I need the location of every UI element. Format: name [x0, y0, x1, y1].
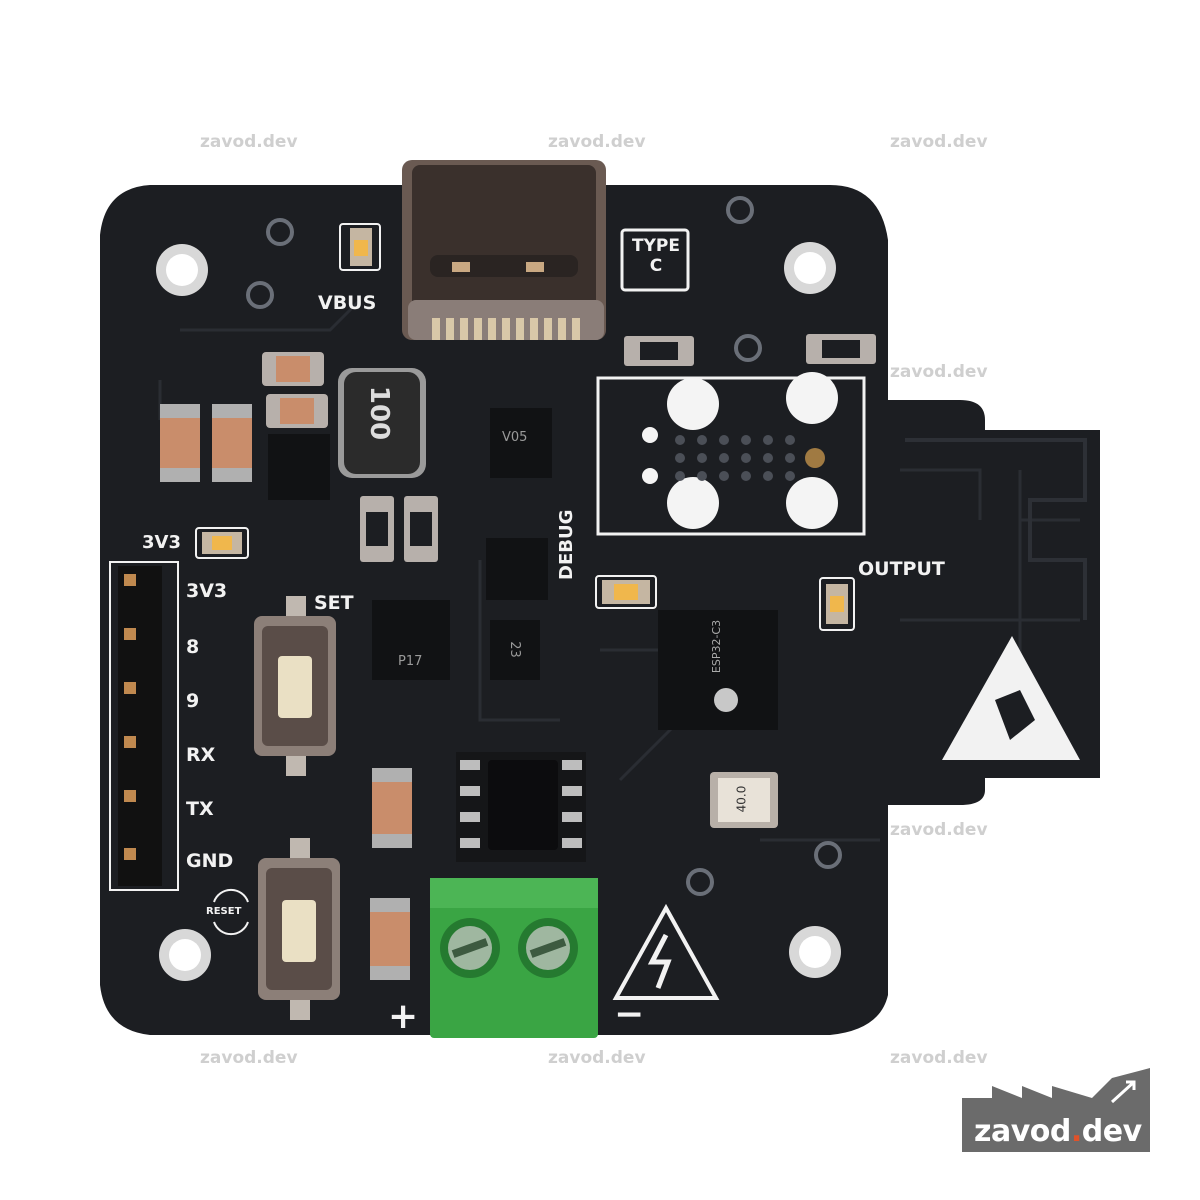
pin-label-gnd: GND [186, 850, 234, 872]
type-c-line-1: TYPE [632, 236, 680, 256]
mounting-holes [156, 242, 841, 981]
set-button-shape [254, 596, 336, 776]
ic-chips [268, 408, 778, 862]
pin-label-8: 8 [186, 636, 200, 658]
reset-button-shape [258, 838, 340, 1020]
watermark: zavod.dev [890, 132, 988, 152]
terminal-block [430, 878, 598, 1038]
vbus-label: VBUS [318, 292, 377, 314]
3v3-led-label: 3V3 [142, 532, 181, 553]
watermark: zavod.dev [548, 132, 646, 152]
brand-name-part2: dev [1081, 1114, 1142, 1149]
watermark: zavod.dev [890, 820, 988, 840]
watermark: zavod.dev [890, 362, 988, 382]
esd-warning-icon [942, 636, 1080, 760]
brand-name-dot: . [1070, 1114, 1082, 1149]
plus-label: + [388, 996, 419, 1037]
inductor [338, 368, 426, 478]
debug-header [596, 372, 866, 536]
debug-label: DEBUG [556, 509, 577, 580]
vbus-led [339, 223, 381, 271]
chip-23-marking: 23 [506, 641, 522, 658]
type-c-line-2: C [649, 256, 663, 276]
pin-label-9: 9 [186, 690, 200, 712]
watermark: zavod.dev [890, 1048, 988, 1068]
usb-c-connector [402, 160, 606, 340]
output-label: OUTPUT [858, 558, 945, 580]
high-voltage-icon [612, 903, 720, 1000]
pin-label-3v3: 3V3 [186, 580, 228, 602]
crystal-marking: 40.0 [734, 785, 749, 813]
pin-label-rx: RX [186, 744, 216, 766]
brand-name-part1: zavod [974, 1114, 1071, 1149]
brand-logo [962, 1068, 1150, 1152]
reset-label: RESET [206, 906, 242, 917]
pin-header [109, 561, 179, 891]
reset-arrows-icon [213, 888, 249, 936]
chip-v05-marking: V05 [502, 430, 528, 445]
pin-label-tx: TX [186, 798, 214, 820]
watermark: zavod.dev [200, 132, 298, 152]
chip-p17-marking: P17 [398, 654, 423, 669]
watermark: zavod.dev [548, 1048, 646, 1068]
inductor-marking: 100 [364, 385, 395, 441]
set-label: SET [314, 592, 354, 614]
watermark: zavod.dev [200, 1048, 298, 1068]
minus-label: − [614, 994, 645, 1035]
brand-name: zavod.dev [974, 1114, 1142, 1149]
type-c-label: TYPE C [627, 236, 685, 276]
esp-chip-marking: ESP32-C3 [710, 619, 724, 674]
